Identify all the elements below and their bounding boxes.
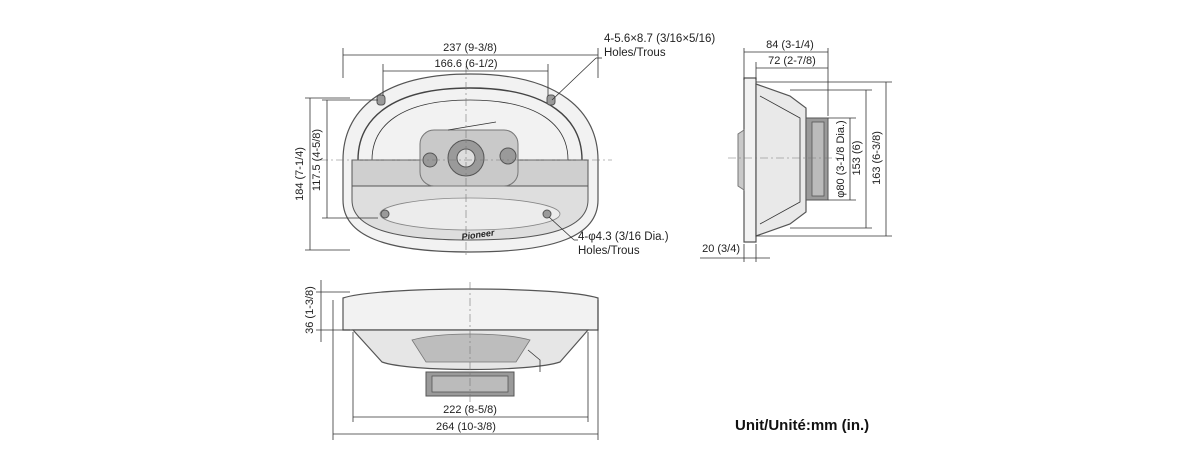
side-view-dimensions: 84 (3-1/4) 72 (2-7/8) 163 (6-3/8) 153 (6…: [700, 39, 892, 262]
dim-side-depth-overall: 84 (3-1/4): [766, 39, 814, 51]
side-basket: [755, 83, 807, 237]
side-view: [728, 77, 840, 243]
front-slot-hole-tr: [546, 94, 556, 106]
side-cone: [759, 95, 801, 225]
dim-front-width-overall: 237 (9-3/8): [443, 42, 497, 54]
side-flange: [743, 77, 757, 243]
note-round-holes-size: 4-φ4.3 (3/16 Dia.): [578, 231, 669, 243]
top-view-dimensions: 36 (1-3/8) 222 (8-5/8) 264 (10-3/8): [304, 280, 599, 440]
dim-magnet-diameter: φ80 (3-1/8 Dia.): [835, 120, 847, 197]
front-round-hole-br: [542, 209, 552, 219]
top-view: [342, 282, 599, 404]
brand-logo: Pioneer: [461, 227, 496, 242]
side-magnet-plate: [811, 121, 825, 197]
dim-side-height-cut: 153 (6): [851, 141, 863, 176]
note-slot-holes-size: 4-5.6×8.7 (3/16×5/16): [604, 33, 715, 45]
top-frame: [342, 288, 599, 331]
top-cone-shadow: [411, 333, 531, 363]
front-view-dimensions: 237 (9-3/8) 166.6 (6-1/2) 184 (7-1/4) 11…: [294, 33, 715, 257]
dim-flange-thickness: 20 (3/4): [702, 243, 740, 255]
dim-top-height: 36 (1-3/8): [304, 286, 316, 334]
side-tweeter-bump: [737, 129, 745, 191]
front-slot-hole-tl: [376, 94, 386, 106]
front-lower-oval: [379, 197, 561, 231]
dim-top-width-inner: 222 (8-5/8): [443, 404, 497, 416]
unit-label: Unit/Unité:mm (in.): [735, 417, 869, 434]
front-view: Pioneer: [320, 66, 612, 258]
note-round-holes-label: Holes/Trous: [578, 245, 640, 257]
dim-front-height-overall: 184 (7-1/4): [294, 147, 306, 201]
dim-front-width-holes: 166.6 (6-1/2): [435, 58, 498, 70]
dim-front-height-holes: 117.5 (4-5/8): [311, 129, 323, 191]
dim-top-width-overall: 264 (10-3/8): [436, 421, 496, 433]
top-terminal: [527, 349, 541, 372]
dim-side-height-overall: 163 (6-3/8): [871, 131, 883, 185]
front-round-hole-bl: [380, 209, 390, 219]
dim-side-depth-mount: 72 (2-7/8): [768, 55, 816, 67]
front-grille-line: [447, 121, 497, 131]
front-supertweeter: [499, 147, 517, 165]
note-slot-holes-label: Holes/Trous: [604, 47, 666, 59]
